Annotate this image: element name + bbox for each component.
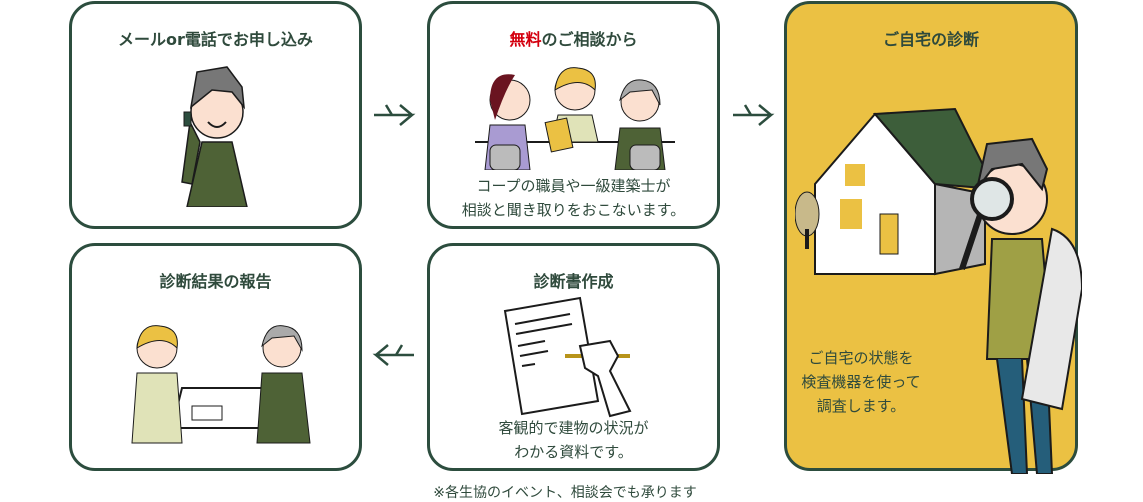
desc-line: わかる資料です。 (514, 443, 633, 461)
step-title: 診断書作成 (533, 272, 614, 291)
step-title-rest: のご相談から (541, 30, 638, 49)
desc-line: 調査します。 (816, 397, 906, 415)
arrow-right-icon (733, 104, 775, 126)
arrow-left-icon (372, 344, 414, 366)
desc-line: コープの職員や一級建築士が (476, 177, 671, 195)
step-description: コープの職員や一級建築士が 相談と聞き取りをおこないます。 (430, 174, 717, 222)
report-meeting-illustration (131, 325, 311, 444)
step-home-diagnosis: ご自宅の診断 ご自宅の状態を 検査機器を使って 調査します。 (784, 1, 1082, 474)
desc-line: 相談と聞き取りをおこないます。 (461, 201, 686, 219)
step-report: 診断結果の報告 (69, 243, 362, 471)
step-create-report: 診断書作成 客観的で建物の状況が わかる資料です。 (427, 243, 720, 471)
step-title: メールor電話でお申し込み (118, 30, 313, 49)
man-on-phone-illustration (181, 66, 248, 207)
footnote: ※各生協のイベント、相談会でも承ります (433, 485, 697, 501)
step-description: ご自宅の状態を 検査機器を使って 調査します。 (787, 346, 935, 418)
arrow-right-icon (374, 104, 416, 126)
consultation-illustration (475, 67, 675, 170)
step-title: 診断結果の報告 (159, 272, 272, 291)
document-writing-illustration (503, 296, 632, 418)
desc-line: 検査機器を使って (801, 373, 921, 391)
step-consultation: 無料のご相談から コープの職員や一級建築士が 相談と聞き取りをおこないます。 (427, 1, 720, 229)
step-description: 客観的で建物の状況が わかる資料です。 (430, 416, 717, 464)
desc-line: 客観的で建物の状況が (498, 419, 649, 437)
step-title: 無料のご相談から (430, 26, 717, 50)
step-apply: メールor電話でお申し込み (69, 1, 362, 229)
free-highlight: 無料 (509, 30, 542, 49)
inspector-illustration (959, 137, 1082, 474)
step-title: ご自宅の診断 (882, 30, 979, 49)
desc-line: ご自宅の状態を (808, 349, 914, 367)
